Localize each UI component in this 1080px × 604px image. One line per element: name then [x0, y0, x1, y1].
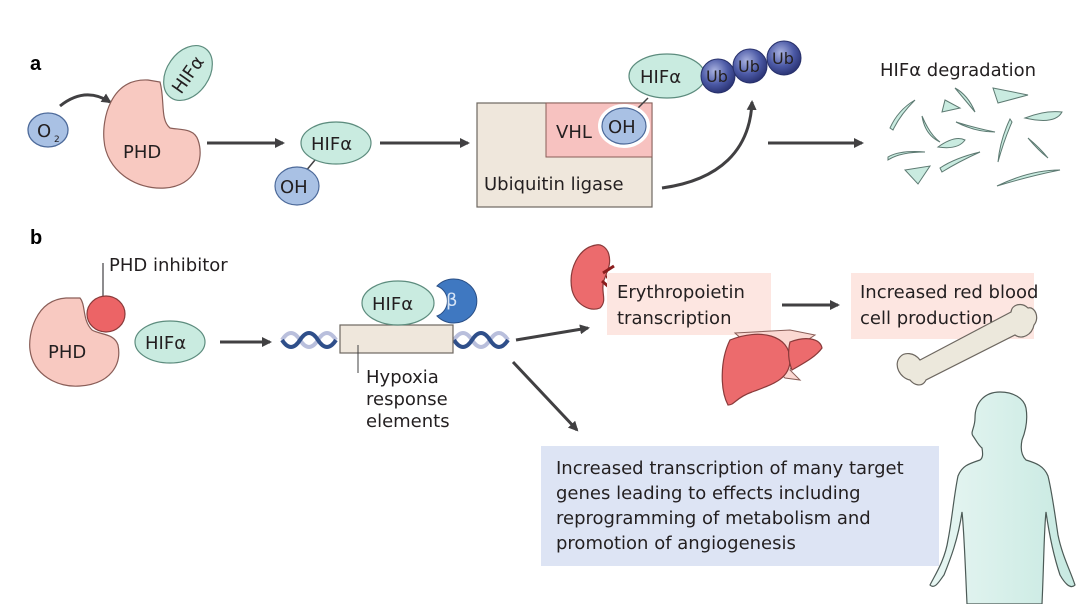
- svg-text:HIFα: HIFα: [145, 333, 186, 354]
- phd-label: PHD: [123, 142, 161, 163]
- epo-line-1: Erythropoietin: [617, 282, 745, 303]
- bone-icon: [896, 303, 1038, 386]
- hre-line-2: response: [366, 389, 448, 410]
- liver-icon: [721, 329, 823, 406]
- phd-label-b: PHD: [48, 342, 86, 363]
- targets-line-4: promotion of angiogenesis: [556, 533, 796, 554]
- free-hif-alpha: HIFα: [134, 320, 206, 364]
- human-body-icon: [929, 391, 1076, 604]
- panel-b-label: b: [30, 227, 42, 249]
- epo-line-2: transcription: [617, 308, 731, 329]
- degradation-label: HIFα degradation: [880, 60, 1036, 81]
- hif-label: HIFα: [311, 134, 352, 155]
- ub-2: Ub: [738, 57, 760, 76]
- ubiquitin-ligase-complex: VHL Ubiquitin ligase OH HIFα Ub Ub Ub: [476, 40, 802, 208]
- hif-complex: β HIFα: [361, 278, 478, 326]
- hypoxia-response-element-box: [339, 324, 454, 354]
- arrow-to-targets: [511, 360, 579, 432]
- o2-arrow: [59, 93, 112, 108]
- hre-line-1: Hypoxia: [366, 367, 439, 388]
- targets-line-1: Increased transcription of many target: [556, 458, 904, 479]
- dna-helix: [280, 331, 510, 349]
- ubiquitin-ligase-label: Ubiquitin ligase: [484, 174, 624, 195]
- phd-enzyme: PHD: [103, 79, 201, 189]
- target-genes-box: [541, 446, 939, 566]
- hif-beta-label: β: [446, 290, 458, 311]
- o2-subscript: 2: [54, 135, 60, 145]
- hif-alpha-bound: HIFα: [163, 45, 213, 101]
- ubiquitin-chain: Ub Ub Ub: [700, 40, 802, 94]
- targets-line-2: genes leading to effects including: [556, 483, 861, 504]
- oxygen-molecule: O 2: [27, 112, 69, 148]
- vhl-oh-label: OH: [608, 117, 636, 138]
- vhl-label: VHL: [556, 122, 592, 143]
- ligase-hif-label: HIFα: [640, 67, 681, 88]
- oh-label: OH: [280, 177, 308, 198]
- ubiquitination-arrow: [661, 100, 757, 190]
- hre-line-3: elements: [366, 411, 450, 432]
- phd-enzyme-inhibited: PHD: [29, 297, 120, 387]
- ub-3: Ub: [772, 49, 794, 68]
- arrow-to-epo: [515, 324, 590, 342]
- targets-line-3: reprogramming of metabolism and: [556, 508, 871, 529]
- hif-fragments: [887, 87, 1063, 187]
- o2-label: O: [37, 121, 51, 142]
- ub-1: Ub: [706, 67, 728, 86]
- rbc-line-2: cell production: [860, 308, 993, 329]
- rbc-line-1: Increased red blood: [860, 282, 1038, 303]
- phd-inhibitor-molecule: [86, 295, 126, 333]
- hydroxylated-hif: HIFα OH: [274, 121, 372, 206]
- epo-box: [607, 273, 771, 335]
- phd-inhibitor-label: PHD inhibitor: [109, 255, 228, 276]
- panel-a-label: a: [30, 53, 42, 75]
- hif-alpha-label: HIFα: [372, 294, 413, 315]
